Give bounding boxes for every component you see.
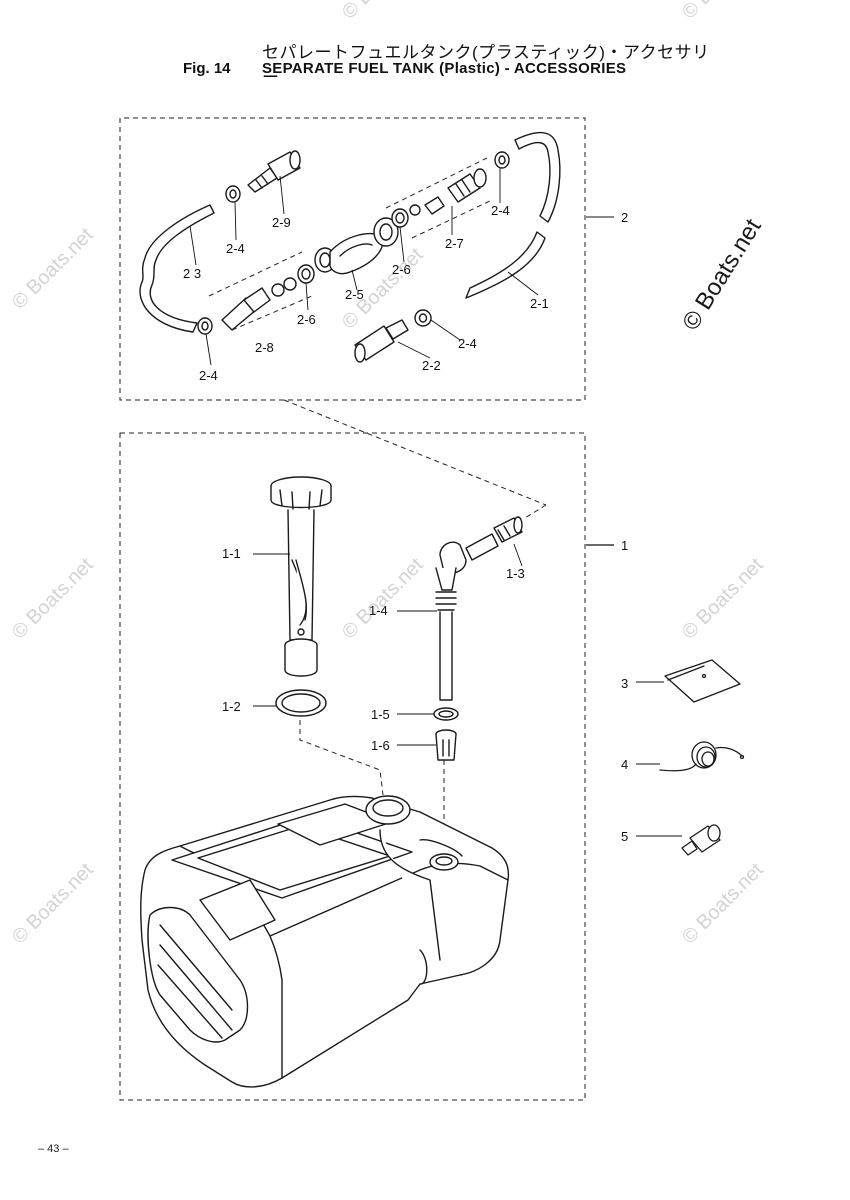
callout-2-6: 2-6 (297, 312, 316, 327)
callout-1-5: 1-5 (371, 707, 390, 722)
callout-leaders-accessories (636, 681, 682, 837)
connector-1-2-tank (299, 720, 384, 796)
hose-2-1-lower (465, 231, 546, 299)
callout-1: 1 (621, 538, 628, 553)
valve-2-8 (221, 277, 297, 331)
callout-2-2: 2-2 (422, 358, 441, 373)
clip-2-4-c-inner (498, 155, 506, 165)
hose-assembly-box (119, 117, 586, 401)
clip-2-4-b-inner (201, 321, 209, 331)
callout-2-4: 2-4 (458, 336, 477, 351)
callout-2-3: 2 3 (183, 266, 201, 281)
callout-2-9: 2-9 (272, 215, 291, 230)
callout-1-1: 1-1 (222, 546, 241, 561)
callout-2-7: 2-7 (445, 236, 464, 251)
clip-2-4-a-inner (229, 189, 237, 199)
callout-4: 4 (621, 757, 628, 772)
callout-1-4: 1-4 (369, 603, 388, 618)
watermark: © Boats.net (678, 859, 768, 949)
fuel-pickup-1-4 (435, 541, 467, 701)
connector-2-7a (385, 157, 488, 209)
watermark: © Boats.net (678, 0, 768, 24)
watermark: © Boats.net (338, 0, 428, 24)
accessories (659, 659, 745, 856)
callout-2-4: 2-4 (199, 368, 218, 383)
fuel-gauge-cap-1-1 (270, 476, 332, 677)
fuel-tank-box (119, 432, 586, 1101)
o-ring-1-2-inner (281, 693, 321, 713)
watermark: © Boats.net (678, 554, 768, 644)
connector-1-3 (524, 504, 547, 519)
connector-2-8a (208, 251, 303, 297)
accessory-3-pouch (664, 659, 741, 703)
filter-1-6 (435, 729, 457, 761)
callout-2-8: 2-8 (255, 340, 274, 355)
callout-1-3: 1-3 (506, 566, 525, 581)
filler-neck-opening-inner (372, 799, 404, 817)
ring-2-6-a-inner (301, 268, 311, 280)
ring-1-5-inner (438, 710, 454, 718)
fitting-1-3 (465, 516, 523, 561)
box-connector-line (283, 399, 547, 506)
outlet-opening-inner (435, 856, 453, 866)
callout-leaders-2 (189, 168, 539, 366)
figure-number: Fig. 14 (183, 60, 231, 77)
connector-2-8b (231, 295, 313, 331)
watermark: © Boats.net (338, 554, 428, 644)
hose-2-1-upper (514, 131, 561, 223)
diagram-title-english: SEPARATE FUEL TANK (Plastic) - ACCESSORI… (262, 60, 627, 77)
callout-1-2: 1-2 (222, 699, 241, 714)
callout-2-6: 2-6 (392, 262, 411, 277)
callout-1-6: 1-6 (371, 738, 390, 753)
diagram-title-japanese: セパレートフュエルタンク(プラスティック)・アクセサリー (262, 43, 710, 87)
callout-2-4: 2-4 (226, 241, 245, 256)
connector-2-7b (411, 199, 493, 239)
watermark: © Boats.net (8, 224, 98, 314)
watermark-large: © Boats.net (677, 214, 767, 335)
callout-2-1: 2-1 (530, 296, 549, 311)
connector-2-2 (354, 319, 409, 363)
callout-2: 2 (621, 210, 628, 225)
valve-2-7 (409, 168, 487, 216)
callout-5: 5 (621, 829, 628, 844)
page-number: – 43 – (38, 1143, 69, 1155)
fuel-tank-assembly (140, 476, 523, 1088)
connector-2-9 (247, 150, 301, 193)
hose-2-3 (139, 204, 215, 333)
callout-2-4: 2-4 (491, 203, 510, 218)
callout-2-5: 2-5 (345, 287, 364, 302)
callout-3: 3 (621, 676, 628, 691)
clip-2-4-d-inner (418, 313, 428, 323)
ring-2-6-b-inner (395, 212, 405, 224)
hose-assembly (139, 131, 561, 363)
fuel-tank (140, 795, 510, 1088)
callout-leaders-1 (253, 543, 523, 746)
watermark: © Boats.net (8, 554, 98, 644)
watermark: © Boats.net (8, 859, 98, 949)
primer-bulb-2-5 (314, 217, 399, 275)
accessory-4-coil (659, 741, 745, 772)
group-boxes (119, 117, 586, 1101)
accessory-5-plug (681, 824, 721, 856)
